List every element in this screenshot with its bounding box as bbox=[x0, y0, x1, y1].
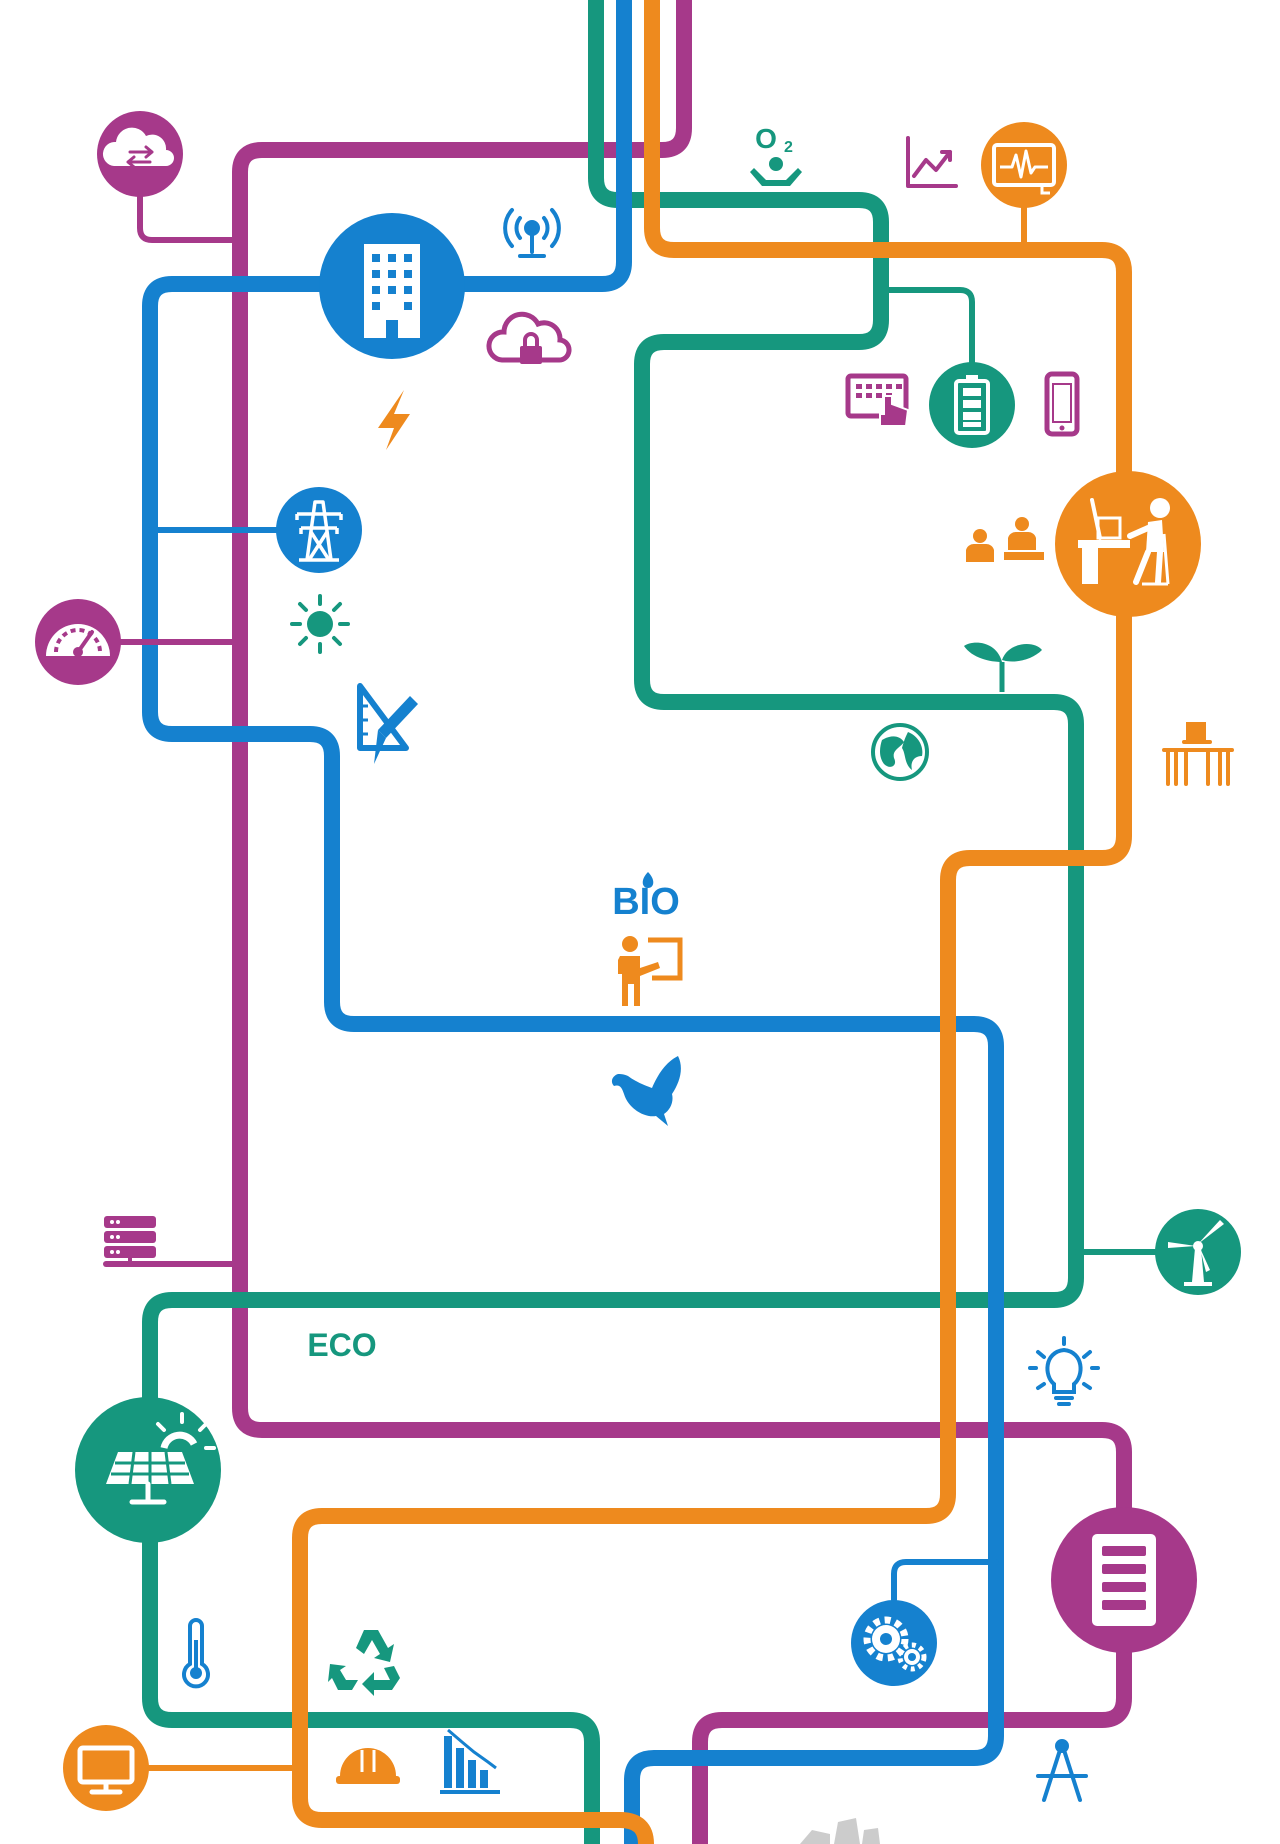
office-worker-node bbox=[1055, 471, 1201, 617]
eco-label: ECO bbox=[307, 1327, 376, 1363]
oxygen-person-icon: O 2 bbox=[750, 123, 802, 186]
gears-node bbox=[851, 1600, 937, 1686]
route-lines bbox=[142, 0, 1132, 1844]
spur-battery bbox=[878, 287, 975, 369]
orange-route bbox=[292, 0, 1132, 1844]
declining-chart-icon bbox=[440, 1728, 500, 1794]
presenter-icon bbox=[618, 936, 683, 1006]
meeting-people-icon bbox=[966, 517, 1044, 562]
ruler-pencil-icon bbox=[357, 683, 418, 764]
line-chart-icon bbox=[906, 136, 958, 188]
monitor-waveform-icon bbox=[992, 143, 1056, 195]
drafting-compass-icon bbox=[1036, 1739, 1088, 1802]
wireless-antenna-icon bbox=[503, 208, 561, 258]
dove-icon bbox=[611, 1056, 681, 1126]
server-stack-icon bbox=[104, 1216, 156, 1264]
battery-icon bbox=[954, 375, 990, 435]
cloud-transfer-node bbox=[97, 111, 183, 197]
solar-panel-icon bbox=[106, 1412, 216, 1505]
bio-label: BIO bbox=[612, 881, 680, 923]
wind-turbine-icon bbox=[1168, 1220, 1224, 1286]
sun-icon bbox=[290, 594, 350, 654]
cloud-lock-icon bbox=[486, 311, 572, 364]
globe-icon bbox=[871, 723, 929, 781]
recycle-icon bbox=[328, 1630, 400, 1696]
hard-hat-icon bbox=[336, 1748, 400, 1784]
computer-monitor-icon bbox=[77, 1745, 135, 1795]
office-worker-icon bbox=[1078, 498, 1170, 586]
desk-chair-icon bbox=[1162, 722, 1234, 786]
sprout-icon bbox=[964, 642, 1042, 692]
city-sketch bbox=[800, 1818, 880, 1844]
blue-route bbox=[142, 0, 1004, 1844]
bio-logo: BIO bbox=[612, 872, 680, 923]
power-tower-node bbox=[276, 487, 362, 573]
monitor-waveform-node bbox=[981, 122, 1067, 208]
office-building-node bbox=[319, 213, 465, 359]
wind-turbine-node bbox=[1155, 1209, 1241, 1295]
eco-logo: ECO bbox=[307, 1327, 376, 1363]
green-route bbox=[142, 0, 1084, 1844]
server-rack-node bbox=[1051, 1507, 1197, 1653]
speedometer-node bbox=[35, 599, 121, 685]
power-tower-icon bbox=[295, 500, 343, 562]
server-rack-icon bbox=[1092, 1534, 1156, 1626]
lightning-bolt-icon bbox=[378, 390, 410, 450]
solar-panel-node bbox=[75, 1397, 221, 1543]
cloud-transfer-icon bbox=[102, 127, 174, 169]
touchscreen-icon bbox=[845, 373, 910, 427]
thermometer-icon bbox=[182, 1618, 210, 1689]
office-building-icon bbox=[364, 244, 420, 338]
battery-node bbox=[929, 362, 1015, 448]
spur-gears bbox=[891, 1559, 999, 1603]
gears-icon bbox=[863, 1616, 927, 1672]
light-bulb-icon bbox=[1028, 1336, 1100, 1406]
spur-cloud bbox=[137, 187, 243, 243]
computer-monitor-node bbox=[63, 1725, 149, 1811]
speedometer-icon bbox=[46, 624, 110, 657]
o2-label: O bbox=[755, 123, 777, 154]
smartphone-icon bbox=[1044, 371, 1080, 437]
o2-subscript: 2 bbox=[784, 139, 793, 156]
